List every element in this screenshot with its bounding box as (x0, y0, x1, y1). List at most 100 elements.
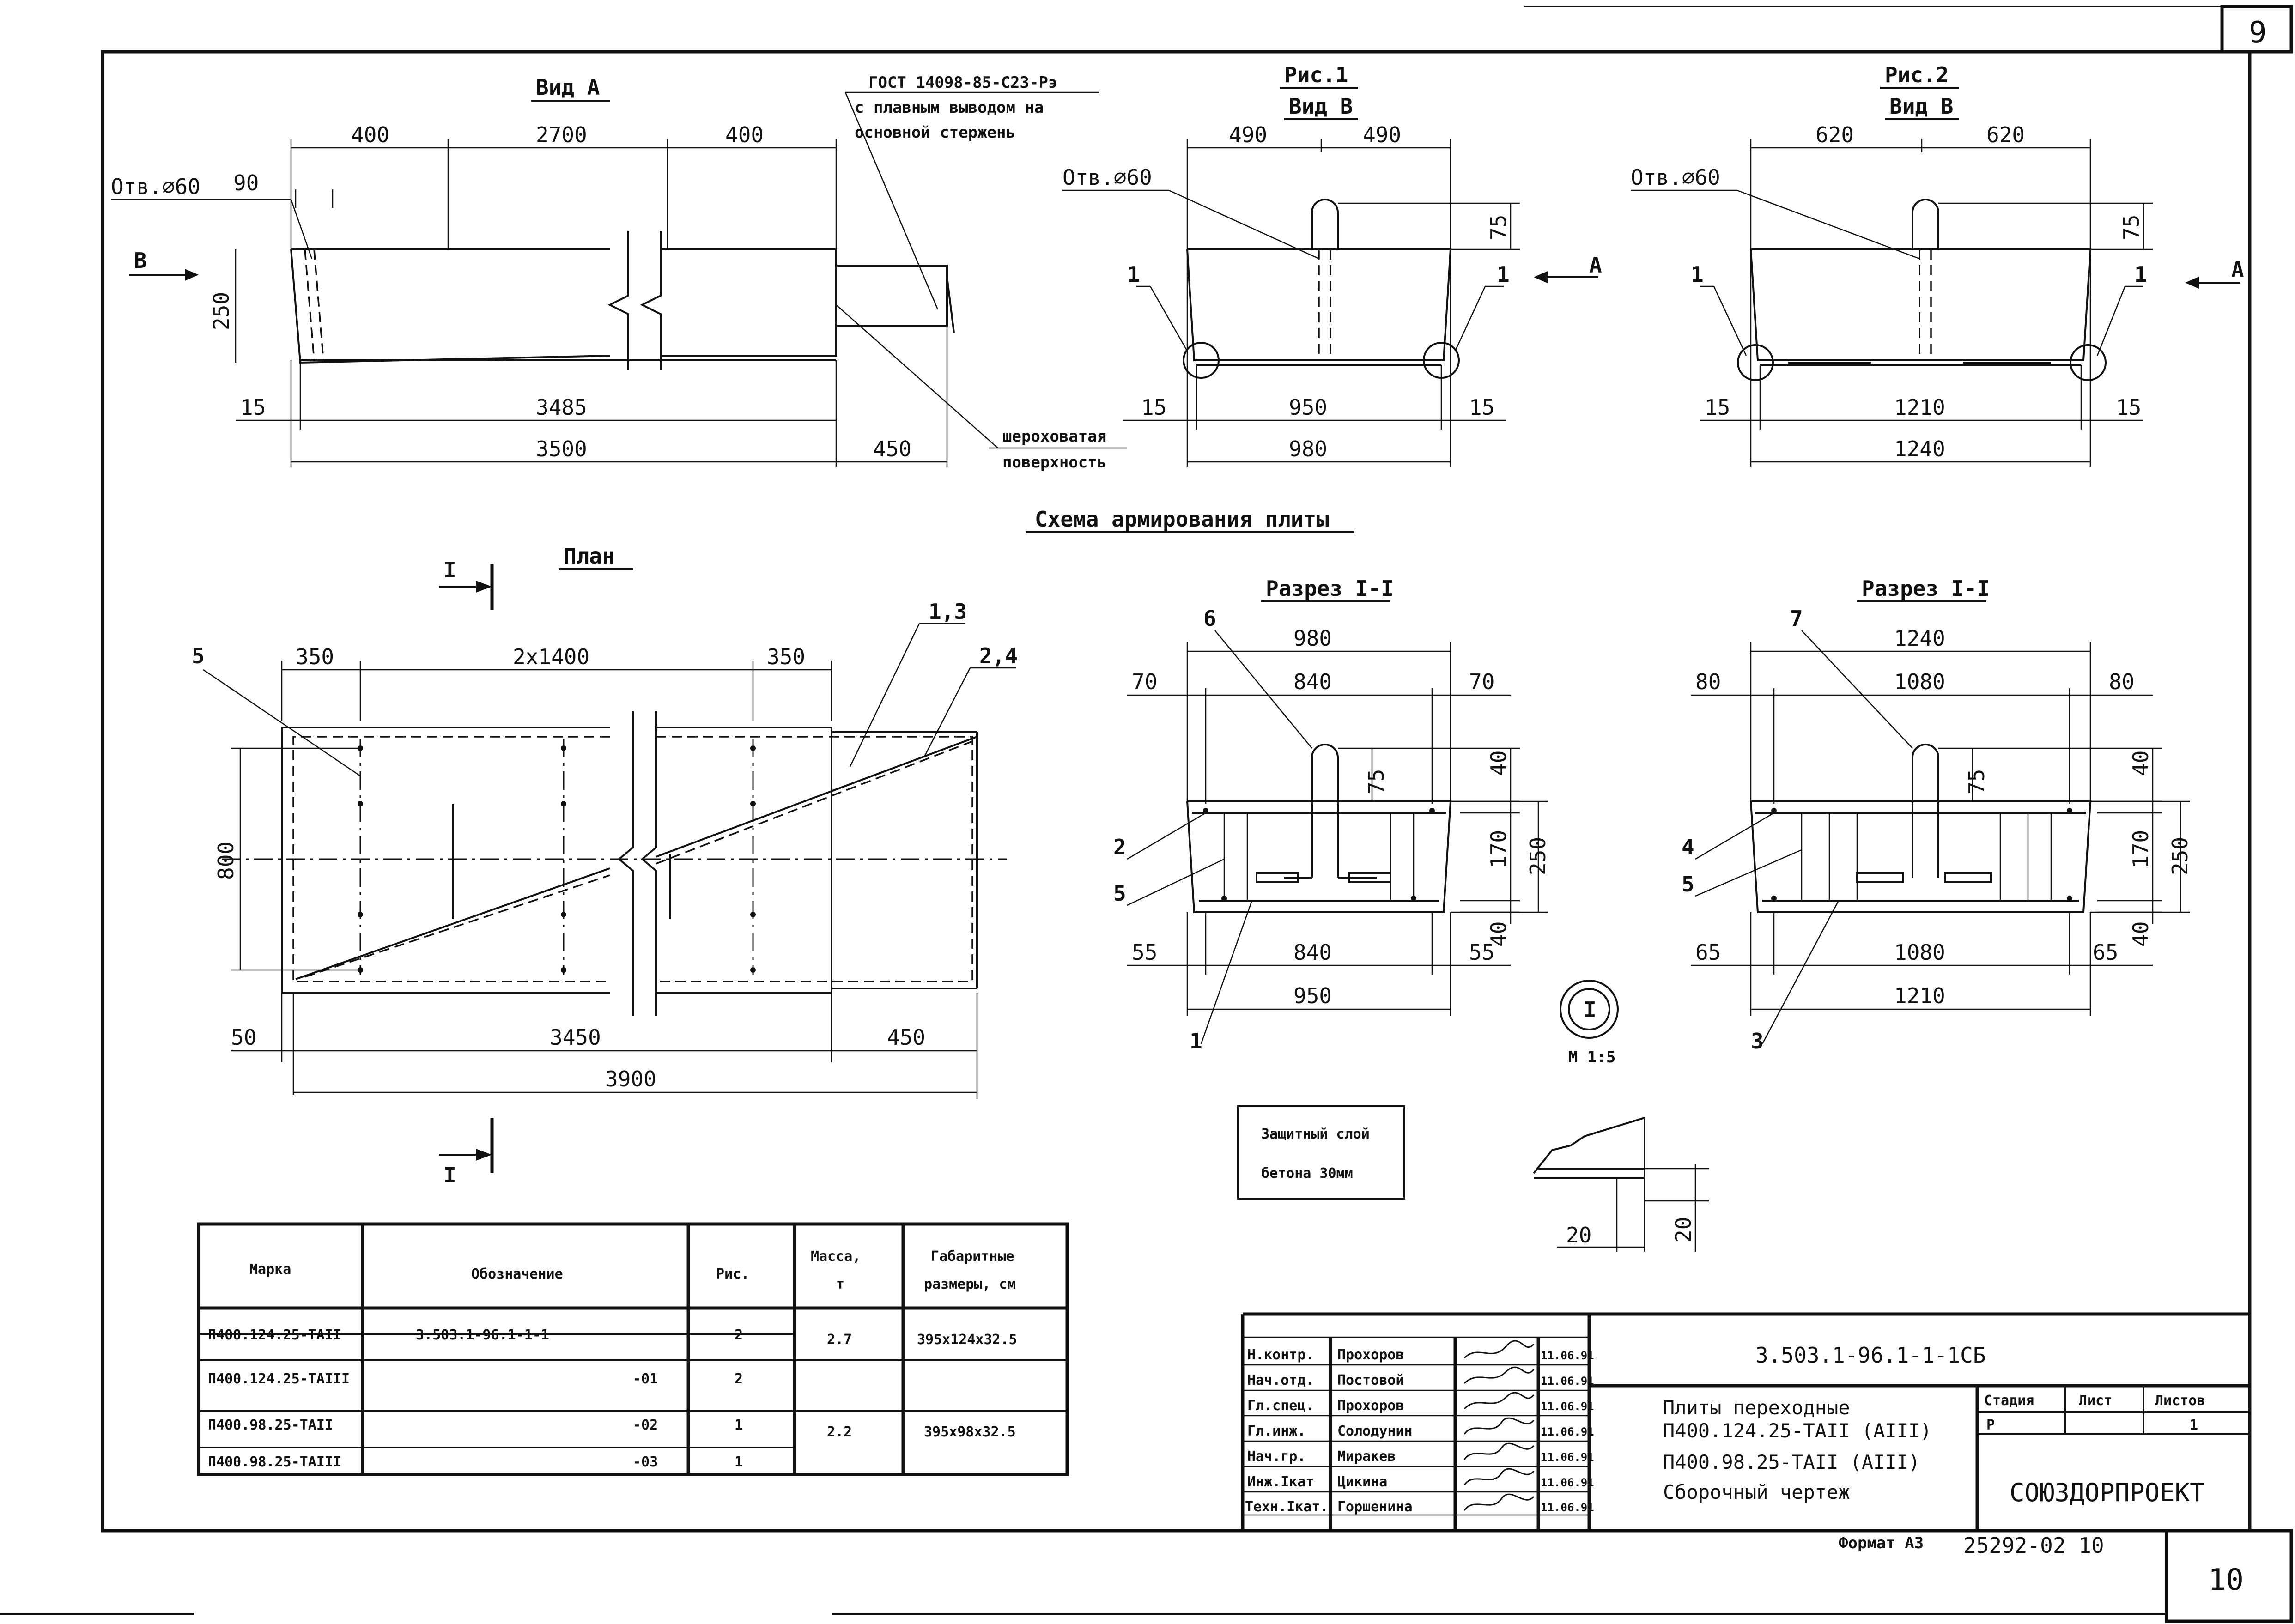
fig2-dim-15-left: 15 (1705, 395, 1730, 420)
fig2-dim-1240: 1240 (1894, 436, 1945, 461)
doc-code: 3.503.1-96.1-1-1СБ (1755, 1343, 1986, 1368)
view-a-title: Вид А (536, 75, 600, 100)
name-4: Солодунин (1337, 1423, 1413, 1439)
fig1-label-1-left: 1 (1127, 262, 1140, 287)
cover-note-1: Защитный слой (1261, 1126, 1370, 1142)
s2-dim-170: 170 (2128, 830, 2153, 868)
cover-note-2: бетона 30мм (1261, 1165, 1353, 1182)
plan-dim-350-right: 350 (767, 644, 805, 669)
dim-3485: 3485 (536, 395, 587, 420)
name-1: Прохоров (1337, 1347, 1404, 1363)
s2-dim-75: 75 (1964, 769, 1989, 794)
fig1-dim-75: 75 (1486, 215, 1511, 240)
th-mass: Масса, (811, 1248, 861, 1265)
row1-mark: П400.124.25-ТАII (208, 1327, 341, 1343)
name-5: Миракев (1337, 1448, 1396, 1465)
plan-label-1-3: 1,3 (929, 599, 967, 624)
row1-designation: 3.503.1-96.1-1-1 (416, 1327, 549, 1343)
date-2: 11.06.91 (1541, 1375, 1594, 1388)
dims-1: 395х124х32.5 (917, 1332, 1017, 1348)
s2-dim-1210: 1210 (1894, 983, 1945, 1008)
fig2-dim-15-right: 15 (2116, 395, 2141, 420)
row3-designation: -02 (633, 1417, 658, 1433)
row1-figure: 2 (735, 1327, 743, 1343)
plan-dim-2x1400: 2х1400 (513, 644, 589, 669)
s2-dim-1240: 1240 (1894, 626, 1945, 651)
s1-label-5: 5 (1113, 881, 1126, 906)
fig2-label-1-left: 1 (1691, 262, 1704, 287)
s1-label-6: 6 (1203, 606, 1216, 631)
section1-title: Разрез I-I (1266, 576, 1394, 601)
plan-dim-350-left: 350 (296, 644, 334, 669)
fig2-dim-620-left: 620 (1815, 122, 1854, 147)
dim-3500: 3500 (536, 436, 587, 461)
sheets-value: 1 (2190, 1417, 2198, 1433)
org-name: СОЮЗДОРПРОЕКТ (2010, 1478, 2205, 1507)
rough-note-1: шероховатая (1002, 427, 1106, 446)
rough-note-2: поверхность (1002, 453, 1106, 472)
dim-450: 450 (873, 436, 911, 461)
s2-dim-80-left: 80 (1695, 669, 1721, 694)
node-dim-20-b: 20 (1671, 1217, 1696, 1242)
s1-dim-70-left: 70 (1132, 669, 1157, 694)
s2-dim-65-left: 65 (1695, 940, 1721, 965)
view-a-hole: Отв.⌀60 (111, 174, 200, 199)
s1-dim-75: 75 (1364, 769, 1389, 794)
s1-dim-840-top: 840 (1293, 669, 1332, 694)
desc-3: П400.98.25-ТАII (АIII) (1663, 1451, 1920, 1473)
plan-dim-3450: 3450 (550, 1025, 601, 1050)
section-1: Разрез I-I 980 70 840 70 75 (1113, 576, 1550, 1054)
role-6: Инж.Iкат (1247, 1474, 1314, 1490)
signatures (1463, 1340, 1535, 1511)
date-6: 11.06.91 (1541, 1476, 1594, 1489)
gost-note-3: основной стержень (855, 123, 1015, 142)
sheet-frame (0, 5, 2293, 1623)
s1-dim-980: 980 (1293, 626, 1332, 651)
row2-designation: -01 (633, 1371, 658, 1387)
scheme-title: Схема армирования плиты (1035, 507, 1329, 532)
fig2-subtitle: Вид В (1889, 94, 1953, 119)
fig1-label-1-right: 1 (1497, 262, 1510, 287)
s2-label-4: 4 (1682, 835, 1694, 860)
s1-dim-40-bottom: 40 (1486, 921, 1511, 947)
fig1-hole: Отв.⌀60 (1062, 165, 1152, 190)
cover-note: Защитный слой бетона 30мм (1237, 1105, 1405, 1200)
fig1-dim-15-right: 15 (1469, 395, 1494, 420)
dim-15: 15 (240, 395, 266, 420)
format-label: Формат А3 (1839, 1534, 1924, 1552)
node-scale: М 1:5 (1568, 1048, 1615, 1067)
plan-section-mark-top: I (443, 557, 456, 582)
view-a-arrow-b: В (134, 248, 147, 273)
fig2-dim-75: 75 (2119, 215, 2144, 240)
section2-title: Разрез I-I (1862, 576, 1990, 601)
plan-section-mark-bottom: I (443, 1163, 456, 1188)
plan-dim-50: 50 (231, 1025, 256, 1050)
dim-250: 250 (209, 292, 234, 330)
role-7: Техн.Iкат. (1245, 1499, 1329, 1515)
sheet-number-bottom: 10 (2208, 1563, 2244, 1597)
fig2-label-1-right: 1 (2134, 262, 2147, 287)
sheets-header: Листов (2155, 1393, 2205, 1409)
title-block: Н.контр. Нач.отд. Гл.спец. Гл.инж. Нач.г… (1241, 1312, 2250, 1531)
node-detail: I М 1:5 20 20 (1533, 980, 1709, 1252)
name-2: Постовой (1337, 1372, 1404, 1388)
s1-label-2: 2 (1113, 835, 1126, 860)
fig2-title: Рис.2 (1885, 62, 1949, 87)
row4-mark: П400.98.25-ТАIII (208, 1454, 341, 1470)
mass-2: 2.2 (827, 1424, 852, 1440)
role-1: Н.контр. (1247, 1347, 1314, 1363)
name-3: Прохоров (1337, 1398, 1404, 1414)
sheet-header: Лист (2079, 1393, 2112, 1409)
stage-header: Стадия (1984, 1393, 2034, 1409)
fig2-dim-620-right: 620 (1986, 122, 2025, 147)
plan-dim-3900: 3900 (605, 1067, 656, 1091)
s1-label-1: 1 (1190, 1029, 1202, 1054)
row2-mark: П400.124.25-ТАIII (208, 1371, 350, 1387)
role-4: Гл.инж. (1247, 1423, 1305, 1439)
fig1-arrow-a: А (1589, 253, 1602, 278)
th-designation: Обозначение (471, 1266, 563, 1282)
desc-4: Сборочный чертеж (1663, 1481, 1850, 1503)
dim-400-right: 400 (725, 122, 764, 147)
title-block-rows (1243, 1336, 1589, 1516)
